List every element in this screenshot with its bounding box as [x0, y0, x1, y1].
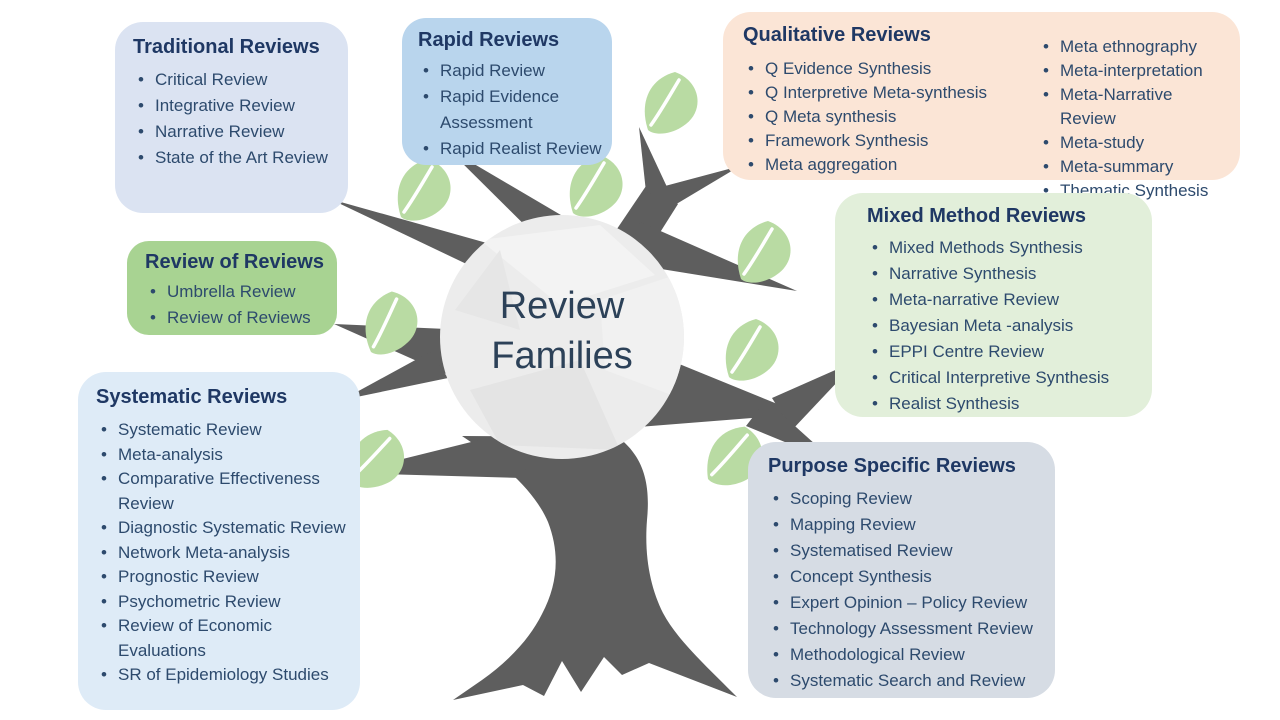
box-title: Mixed Method Reviews [867, 205, 1086, 227]
center-title: Review Families [491, 285, 633, 377]
qualitative-left-column: Qualitative Reviews Q Evidence Synthesis… [743, 22, 1038, 177]
qualitative-reviews-box: Qualitative Reviews Q Evidence Synthesis… [723, 12, 1240, 203]
list-item: Integrative Review [133, 93, 340, 119]
list-item: Q Evidence Synthesis [743, 57, 1038, 81]
box-item-list: Scoping ReviewMapping ReviewSystematised… [768, 486, 1049, 694]
list-item: Expert Opinion – Policy Review [768, 590, 1049, 616]
leaf-icon [736, 219, 793, 285]
tree-trunk [453, 436, 737, 700]
traditional-reviews-box: Traditional Reviews Critical ReviewInteg… [115, 22, 348, 213]
purpose-specific-reviews-box: Purpose Specific Reviews Scoping ReviewM… [748, 442, 1055, 698]
box-item-list: Mixed Methods SynthesisNarrative Synthes… [867, 235, 1146, 417]
list-item: Network Meta-analysis [96, 541, 354, 566]
list-item: Meta-summary [1038, 155, 1230, 179]
list-item: State of the Art Review [133, 145, 340, 171]
list-item: Scoping Review [768, 486, 1049, 512]
box-title: Review of Reviews [145, 251, 324, 273]
list-item: Meta-narrative Review [867, 287, 1146, 313]
list-item: Systematised Review [768, 538, 1049, 564]
list-item: Methodological Review [768, 642, 1049, 668]
qualitative-right-column: Meta ethnographyMeta-interpretationMeta-… [1038, 22, 1230, 203]
branch-top-left-prong [639, 127, 674, 202]
list-item: SR of Epidemiology Studies [96, 663, 354, 688]
list-item: Systematic Search and Review [768, 668, 1049, 694]
list-item: Critical Interpretive Synthesis [867, 365, 1146, 391]
list-item: Comparative Effectiveness Review [96, 467, 354, 516]
list-item: Bayesian Meta -analysis [867, 313, 1146, 339]
list-item: Prognostic Review [96, 565, 354, 590]
review-of-reviews-box: Review of Reviews Umbrella ReviewReview … [127, 241, 337, 335]
box-title: Systematic Reviews [96, 386, 288, 408]
list-item: Review of Reviews [145, 305, 333, 331]
list-item: Critical Review [133, 67, 340, 93]
list-item: Meta-interpretation [1038, 59, 1230, 83]
list-item: Meta aggregation [743, 153, 1038, 177]
list-item: Realist Synthesis [867, 391, 1146, 417]
box-item-list: Q Evidence SynthesisQ Interpretive Meta-… [743, 57, 1038, 177]
leaf-icon [643, 70, 700, 136]
list-item: Meta ethnography [1038, 35, 1230, 59]
list-item: Rapid Realist Review [418, 136, 606, 162]
list-item: Umbrella Review [145, 279, 333, 305]
list-item: Technology Assessment Review [768, 616, 1049, 642]
list-item: Meta-analysis [96, 443, 354, 468]
list-item: Review of Economic Evaluations [96, 614, 354, 663]
list-item: Meta-study [1038, 131, 1230, 155]
box-title: Purpose Specific Reviews [768, 455, 1016, 477]
list-item: Mixed Methods Synthesis [867, 235, 1146, 261]
list-item: Q Meta synthesis [743, 105, 1038, 129]
box-title: Rapid Reviews [418, 29, 560, 51]
list-item: Q Interpretive Meta-synthesis [743, 81, 1038, 105]
box-item-list: Umbrella ReviewReview of Reviews [145, 279, 333, 331]
list-item: Framework Synthesis [743, 129, 1038, 153]
branch-left-lower-prong [342, 352, 448, 400]
box-title: Qualitative Reviews [743, 24, 931, 46]
box-item-list: Critical ReviewIntegrative ReviewNarrati… [133, 67, 340, 171]
box-item-list: Systematic ReviewMeta-analysisComparativ… [96, 418, 354, 688]
list-item: Psychometric Review [96, 590, 354, 615]
list-item: Meta-Narrative Review [1038, 83, 1230, 131]
center-circle [440, 215, 684, 459]
list-item: Rapid Review [418, 58, 606, 84]
box-item-list: Meta ethnographyMeta-interpretationMeta-… [1038, 35, 1230, 203]
list-item: Systematic Review [96, 418, 354, 443]
list-item: Rapid Evidence Assessment [418, 84, 606, 136]
leaf-icon [396, 157, 453, 223]
list-item: Diagnostic Systematic Review [96, 516, 354, 541]
list-item: EPPI Centre Review [867, 339, 1146, 365]
leaf-icon [724, 317, 781, 383]
mixed-method-reviews-box: Mixed Method Reviews Mixed Methods Synth… [835, 193, 1152, 417]
list-item: Concept Synthesis [768, 564, 1049, 590]
list-item: Mapping Review [768, 512, 1049, 538]
box-title: Traditional Reviews [133, 36, 320, 58]
list-item: Narrative Review [133, 119, 340, 145]
branch-qualitative [650, 166, 740, 215]
systematic-reviews-box: Systematic Reviews Systematic ReviewMeta… [78, 372, 360, 710]
list-item: Narrative Synthesis [867, 261, 1146, 287]
